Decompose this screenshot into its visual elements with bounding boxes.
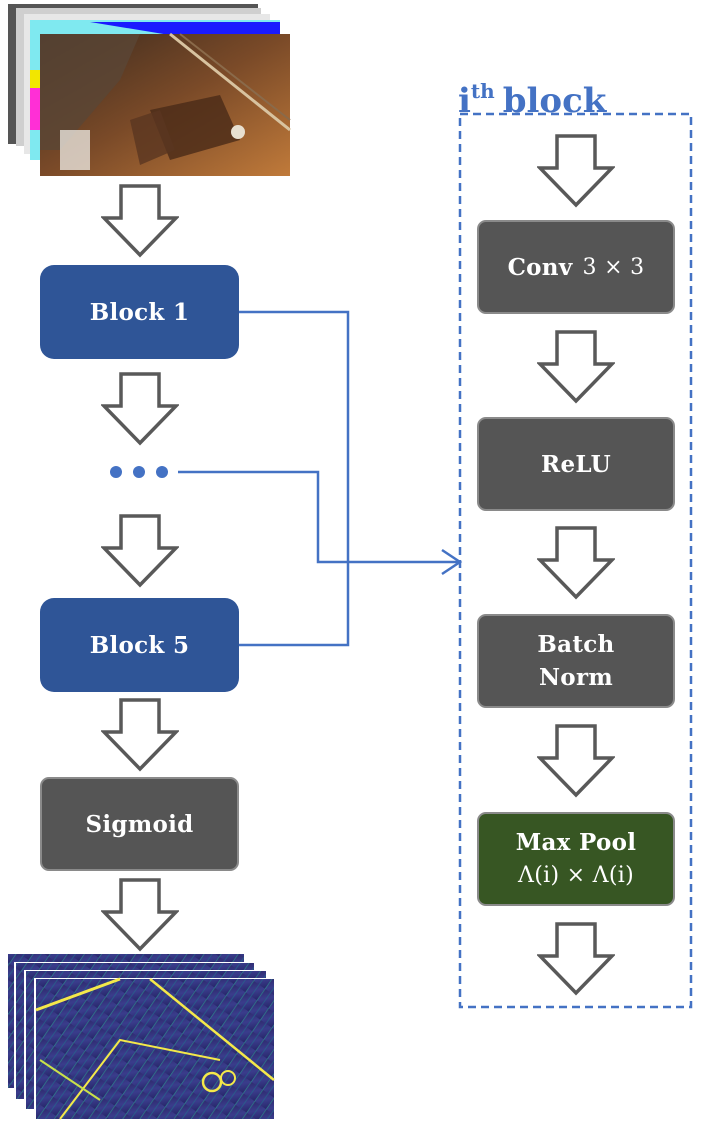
ith-title-sup: th bbox=[470, 79, 495, 103]
connector-to-ith-block bbox=[178, 470, 460, 564]
arrow-sigmoid-to-output bbox=[102, 878, 178, 951]
batchnorm-line2: Norm bbox=[538, 664, 614, 691]
maxpool-line1: Max Pool bbox=[515, 829, 637, 856]
input-trim-line bbox=[169, 32, 291, 132]
output-edge-line-2 bbox=[149, 978, 275, 1081]
input-image-stack bbox=[8, 4, 291, 176]
arrow-batchnorm-to-maxpool bbox=[538, 724, 614, 797]
input-cabinet bbox=[60, 130, 90, 170]
ellipsis-icon bbox=[110, 466, 168, 478]
arrow-block5-to-sigmoid bbox=[102, 698, 178, 771]
conv-label: Conv bbox=[507, 253, 573, 281]
input-object-ball bbox=[231, 125, 245, 139]
arrow-relu-to-batchnorm bbox=[538, 526, 614, 599]
arrow-maxpool-output bbox=[538, 922, 614, 995]
ith-title-main: i bbox=[458, 81, 471, 121]
arrow-ellipsis-to-block5 bbox=[102, 514, 178, 587]
input-trim-line-2 bbox=[179, 33, 291, 121]
block-first-label: Block 1 bbox=[89, 298, 190, 326]
arrow-block1-to-ellipsis bbox=[102, 372, 178, 445]
output-object-ball bbox=[201, 1071, 223, 1093]
arrow-ith-input bbox=[538, 134, 614, 207]
relu-box: ReLU bbox=[477, 417, 675, 511]
output-object-ball-2 bbox=[220, 1070, 236, 1086]
batchnorm-box: Batch Norm bbox=[477, 614, 675, 708]
ith-block-container bbox=[458, 112, 693, 1009]
block-first: Block 1 bbox=[40, 265, 239, 359]
output-image-stack bbox=[8, 954, 275, 1120]
maxpool-size: Λ(i) × Λ(i) bbox=[518, 863, 634, 888]
sigmoid-label: Sigmoid bbox=[85, 810, 194, 838]
block-last-label: Block 5 bbox=[89, 631, 190, 659]
connector-block1-block5 bbox=[239, 310, 350, 647]
output-frame-front bbox=[36, 979, 274, 1119]
output-edge-line-3 bbox=[59, 1038, 221, 1120]
connectors bbox=[178, 310, 463, 647]
maxpool-box: Max Pool Λ(i) × Λ(i) bbox=[477, 812, 675, 906]
sigmoid-box: Sigmoid bbox=[40, 777, 239, 871]
arrow-input-to-block1 bbox=[102, 184, 178, 257]
conv-box: Conv 3 × 3 bbox=[477, 220, 675, 314]
output-edge-line-4 bbox=[39, 1059, 101, 1101]
input-floor-tile-2 bbox=[130, 110, 175, 165]
conv-kernel-size: 3 × 3 bbox=[582, 254, 645, 280]
output-edge-line bbox=[35, 977, 121, 1012]
ith-title-word: block bbox=[502, 81, 607, 121]
input-frame-yellow-edge bbox=[30, 70, 40, 88]
input-wall bbox=[40, 34, 140, 150]
arrow-conv-to-relu bbox=[538, 330, 614, 403]
relu-label: ReLU bbox=[541, 450, 611, 478]
block-last: Block 5 bbox=[40, 598, 239, 692]
batchnorm-line1: Batch bbox=[537, 631, 615, 658]
